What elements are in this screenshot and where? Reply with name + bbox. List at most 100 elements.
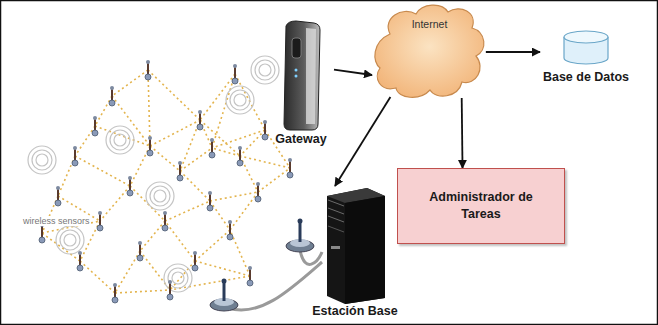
computer-tower (323, 186, 387, 304)
cloud-node: Internet (372, 2, 487, 102)
wireless-sensor (92, 116, 98, 136)
gateway-node: Gateway (268, 20, 334, 147)
wireless-sensor (247, 266, 253, 286)
wireless-sensor (237, 146, 243, 166)
mesh-link (75, 126, 95, 156)
radio-wave (146, 182, 174, 210)
radio-wave (56, 226, 84, 254)
wireless-sensor (209, 138, 215, 158)
antenna (210, 279, 238, 312)
gateway-device (280, 20, 322, 132)
radio-waves (28, 56, 279, 292)
mesh-link (95, 126, 150, 146)
radio-wave (230, 90, 250, 110)
mesh-link (95, 96, 112, 126)
arrow-connector (334, 70, 372, 75)
mesh-link (115, 290, 170, 293)
radio-wave (154, 190, 166, 202)
process-box: Administrador de Tareas (397, 168, 565, 244)
station-node: Estación Base (305, 186, 405, 319)
wireless-sensor (109, 86, 115, 106)
radio-wave (28, 146, 56, 174)
wireless-sensor (77, 251, 83, 271)
wireless-sensor (197, 110, 203, 130)
radio-wave (234, 94, 246, 106)
mesh-link (150, 120, 200, 146)
wireless-sensor (127, 176, 133, 196)
mesh-link (240, 156, 290, 168)
wireless-sensor (262, 120, 268, 140)
wireless-sensor (192, 251, 198, 271)
mesh-link (195, 230, 230, 261)
database-cylinder (562, 30, 610, 66)
radio-wave (164, 264, 192, 292)
mesh-link (140, 221, 165, 251)
radio-wave (64, 234, 76, 246)
radio-wave (150, 186, 170, 206)
mesh-link (80, 261, 115, 293)
wireless-sensor (162, 211, 168, 231)
sensor-icons (39, 60, 293, 303)
database-node: Base de Datos (540, 30, 632, 85)
mesh-link (115, 251, 140, 293)
wireless-sensor (112, 283, 118, 303)
mesh-link (212, 130, 265, 148)
node-label: Estación Base (312, 304, 397, 319)
radio-wave (114, 134, 126, 146)
illustration-label: wireless sensors (22, 216, 91, 226)
wireless-sensor (177, 161, 183, 181)
wireless-sensor (167, 280, 173, 300)
wireless-sensor (207, 191, 213, 211)
wireless-sensor (227, 220, 233, 240)
radio-wave (251, 56, 279, 84)
mesh-link (258, 168, 290, 192)
mesh-link (148, 70, 200, 120)
mesh-link (75, 156, 130, 186)
wireless-sensor (147, 136, 153, 156)
mesh-link (200, 120, 240, 156)
cable (228, 262, 322, 310)
internet-cloud (372, 2, 487, 102)
mesh-link (195, 261, 250, 276)
arrow-connector (461, 98, 464, 168)
radio-wave (32, 150, 52, 170)
mesh-link (100, 186, 130, 221)
mesh-link (148, 70, 150, 146)
mesh-link (230, 192, 258, 230)
radio-wave (255, 60, 275, 80)
wireless-sensor (97, 211, 103, 231)
mesh-link (212, 148, 240, 156)
wireless-sensor (137, 241, 143, 261)
radio-wave (36, 154, 48, 166)
wireless-sensor (145, 60, 151, 80)
radio-wave (60, 230, 80, 250)
wireless-sensor (287, 158, 293, 178)
sensor-mesh (42, 70, 290, 293)
box-title: Administrador de Tareas (414, 189, 548, 223)
mesh-link (150, 146, 180, 171)
mesh-link (180, 148, 212, 171)
wireless-sensor (55, 186, 61, 206)
mesh-link (165, 221, 195, 261)
mesh-link (200, 74, 235, 120)
mesh-link (210, 201, 230, 230)
arrow-connector (335, 97, 390, 186)
arrow-connector (486, 51, 540, 53)
mesh-link (180, 171, 210, 201)
cloud-label: Internet (412, 18, 448, 30)
mesh-link (210, 192, 258, 201)
wireless-sensor (39, 223, 45, 243)
radio-wave (226, 86, 254, 114)
node-label: Gateway (275, 132, 326, 147)
wireless-sensor (72, 146, 78, 166)
radio-wave (259, 64, 271, 76)
mesh-link (240, 130, 265, 156)
mesh-link (112, 96, 150, 146)
radio-wave (106, 126, 134, 154)
wireless-sensor (255, 182, 261, 202)
radio-wave (110, 130, 130, 150)
node-label: Base de Datos (543, 70, 629, 85)
wireless-sensor (232, 64, 238, 84)
antenna (286, 219, 314, 253)
